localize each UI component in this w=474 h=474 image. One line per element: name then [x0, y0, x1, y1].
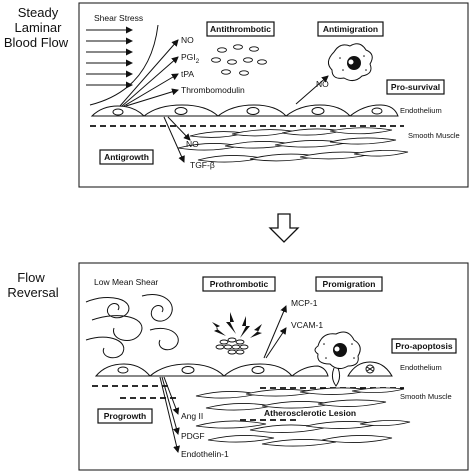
- vcam-arrow: [265, 327, 287, 359]
- smooth-muscle-bottom: [195, 387, 411, 447]
- antimigration-box: [317, 21, 384, 37]
- low-mean-shear-label: Low Mean Shear: [94, 277, 158, 287]
- pro-apoptosis-box: [391, 338, 457, 354]
- pro-apoptosis-label: Pro-apoptosis: [395, 341, 452, 351]
- progrowth-label: Progrowth: [104, 411, 147, 421]
- top-side-label-1: Steady: [18, 5, 59, 20]
- mediator-pdgf: PDGF: [181, 431, 205, 441]
- prothrombotic-box: [202, 276, 276, 292]
- mediator-arrows: [119, 39, 179, 107]
- no-right-arrow: [295, 75, 329, 105]
- lesion-label: Atherosclerotic Lesion: [264, 408, 356, 418]
- promigration-label: Promigration: [323, 279, 376, 289]
- lower-mediator-no: NO: [186, 139, 199, 149]
- mediator-no: NO: [181, 35, 194, 45]
- endothelium-bottom-label: Endothelium: [400, 363, 442, 372]
- antigrowth-arrow-tgf: [163, 116, 185, 163]
- progrowth-box: [97, 408, 153, 424]
- antigrowth-arrow-no: [167, 116, 191, 141]
- pro-survival-box: [386, 79, 445, 95]
- smooth-muscle-top-label: Smooth Muscle: [408, 131, 460, 140]
- promigration-box: [315, 276, 383, 292]
- bottom-side-label-1: Flow: [17, 270, 45, 285]
- mediator-endothelin: Endothelin-1: [181, 449, 229, 459]
- mcp-arrow: [263, 305, 287, 359]
- antimigration-label: Antimigration: [323, 24, 378, 34]
- top-side-label-3: Blood Flow: [4, 35, 69, 50]
- prothrombotic-label: Prothrombotic: [210, 279, 269, 289]
- antigrowth-label: Antigrowth: [104, 152, 149, 162]
- mediator-thrombomodulin: Thrombomodulin: [181, 85, 245, 95]
- monocyte-bottom: [314, 331, 361, 387]
- endothelial-layer-top: [90, 104, 399, 117]
- endothelial-layer-bottom: [94, 361, 393, 377]
- antigrowth-box: [99, 149, 154, 165]
- endothelium-top-label: Endothelium: [400, 106, 442, 115]
- vcam-label: VCAM-1: [291, 320, 323, 330]
- monocyte-top: [328, 43, 373, 82]
- flow-swirls: [85, 294, 179, 359]
- smooth-muscle-bottom-label: Smooth Muscle: [400, 392, 452, 401]
- mediator-pgi: PGI2: [181, 52, 200, 65]
- mediator-tpa: tPA: [181, 69, 194, 79]
- progrowth-arrows: [159, 376, 181, 453]
- antithrombotic-label: Antithrombotic: [210, 24, 271, 34]
- shear-stress-label: Shear Stress: [94, 13, 143, 23]
- mediator-pgi-subscript: 2: [196, 58, 200, 65]
- platelets: [211, 44, 267, 76]
- top-side-label-2: Laminar: [15, 20, 63, 35]
- smooth-muscle-top: [177, 127, 409, 163]
- mediator-pgi-main: PGI: [181, 52, 196, 62]
- mediator-ang-ii: Ang II: [181, 411, 203, 421]
- lower-mediator-tgf: TGF-β: [190, 160, 215, 170]
- antithrombotic-box: [206, 21, 275, 37]
- no-right-label: NO: [316, 79, 329, 89]
- pro-survival-label: Pro-survival: [391, 82, 440, 92]
- platelet-aggregate: [215, 337, 249, 355]
- mcp-label: MCP-1: [291, 298, 318, 308]
- shear-stress-arrows: [86, 24, 159, 106]
- bottom-side-label-2: Reversal: [7, 285, 58, 300]
- transition-arrow: [268, 213, 300, 243]
- lightning-bolts: [212, 312, 262, 338]
